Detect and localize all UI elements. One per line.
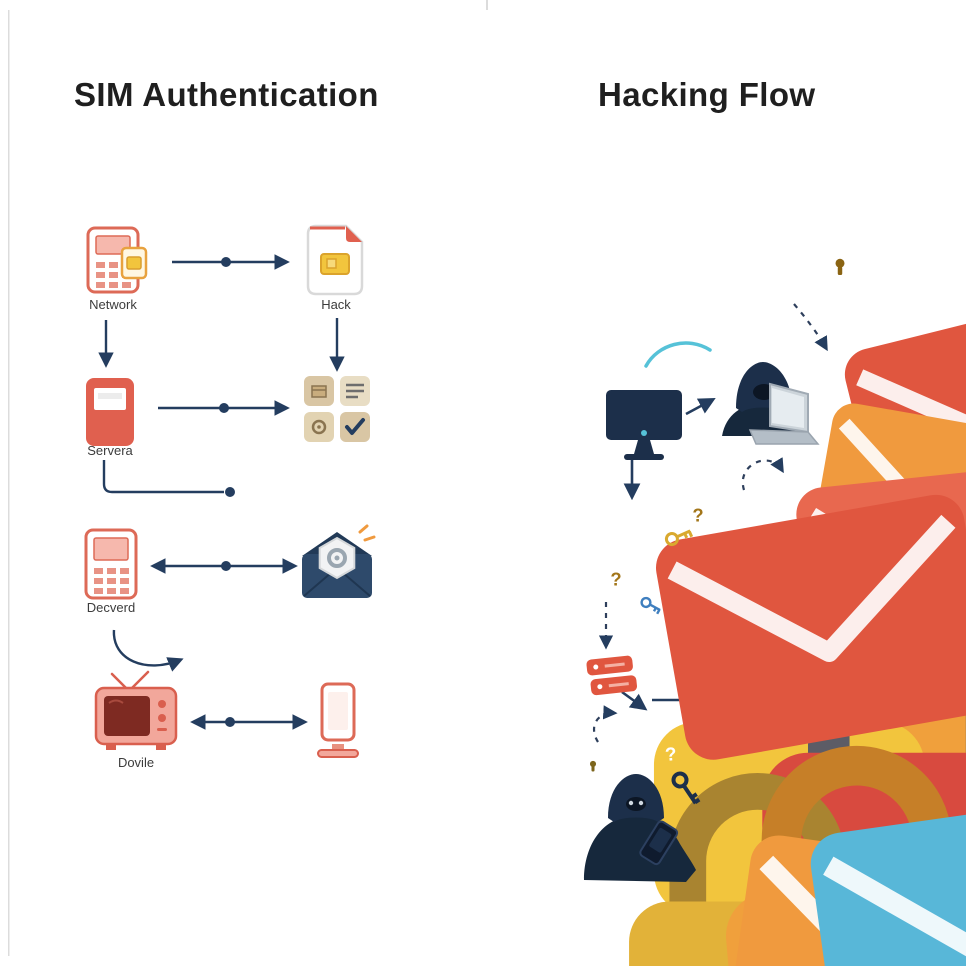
mobile-phone-icon xyxy=(84,528,138,600)
key-icon xyxy=(671,771,701,805)
cyan-swoosh xyxy=(644,341,712,368)
arrow-server-to-line xyxy=(621,690,648,711)
checkmark-icon xyxy=(345,418,365,435)
question-glyph: ? xyxy=(664,743,677,765)
padlock-olive-icon xyxy=(589,760,886,966)
question-glyph: ? xyxy=(692,505,703,526)
padlock-yellow-keyhole-icon xyxy=(835,258,966,737)
key-icon xyxy=(640,596,661,615)
label-decverd: Decverd xyxy=(86,600,136,615)
curved-arrow-down xyxy=(112,629,184,672)
monitor-icon xyxy=(606,390,682,460)
label-dovile: Dovile xyxy=(117,755,155,770)
left-panel-title: SIM Authentication xyxy=(74,76,379,113)
phone-device xyxy=(639,820,679,866)
connector-dots xyxy=(219,257,235,727)
secure-envelope-icon xyxy=(302,524,376,598)
padlock-question-icon: ? xyxy=(692,505,966,852)
hacker-laptop-icon xyxy=(722,362,820,445)
smartphone-stand-icon xyxy=(317,682,359,758)
arrow-monitor-to-hacker xyxy=(685,397,716,416)
right-panel-title: Hacking Flow xyxy=(598,76,816,113)
dashed-arrow-lock-to-hacker xyxy=(793,303,828,352)
sim-card-icon xyxy=(120,246,148,280)
tv-icon xyxy=(94,670,178,750)
top-tick-mark xyxy=(486,0,488,10)
mobile-phone-sim-icon xyxy=(86,226,148,294)
sim-document-icon xyxy=(306,224,364,296)
padlock-question-icon: ? xyxy=(610,569,924,916)
envelope-red-icon xyxy=(651,490,966,764)
question-glyph: ? xyxy=(728,502,741,524)
gear-icon xyxy=(311,419,327,435)
dashed-hook-small xyxy=(592,705,618,743)
box-icon xyxy=(311,385,327,398)
padlock-question-icon: ? xyxy=(728,502,966,880)
list-icon xyxy=(346,383,364,399)
question-glyph: ? xyxy=(610,569,621,590)
laptop-icon xyxy=(748,382,820,445)
left-edge-line xyxy=(8,10,10,956)
key-icon xyxy=(664,529,694,547)
dashed-loop-arrow xyxy=(741,457,784,491)
padlock-question-icon: ? xyxy=(664,743,966,966)
sim-flow-connectors xyxy=(98,254,345,730)
spark-lines xyxy=(358,524,376,542)
server-device-icon xyxy=(86,378,134,446)
hacker-device-icon xyxy=(584,771,701,882)
label-network: Network xyxy=(89,297,137,312)
server-stack-icon xyxy=(586,655,638,696)
elbow-connector xyxy=(102,460,224,494)
label-hack: Hack xyxy=(321,297,351,312)
modules-grid-icon xyxy=(304,376,370,442)
label-servera: Servera xyxy=(87,443,133,458)
